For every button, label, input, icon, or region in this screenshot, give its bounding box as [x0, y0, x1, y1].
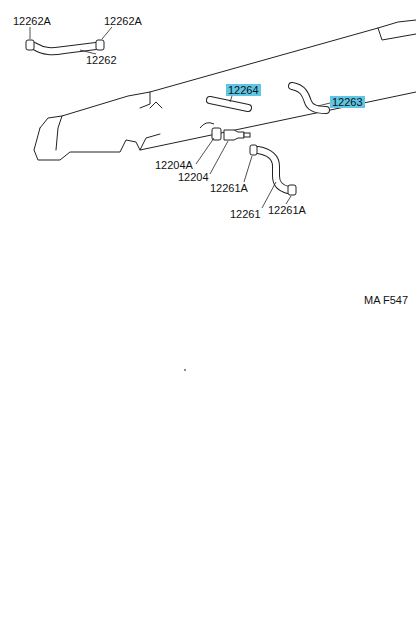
- pcv-valve: [224, 130, 244, 140]
- speck: [184, 369, 186, 371]
- pcv-valve-nipple: [244, 133, 250, 137]
- leader-line: [196, 138, 214, 164]
- cover-detail: [140, 92, 150, 108]
- hose-12264: [210, 100, 248, 108]
- leader-line: [230, 96, 232, 102]
- grommet: [212, 128, 221, 140]
- cover-top-edge: [40, 20, 416, 128]
- hose-clamp: [26, 40, 34, 50]
- leader-line: [80, 50, 96, 54]
- callout-number: 12263: [330, 96, 365, 108]
- leader-line: [318, 103, 330, 106]
- hose-12261: [258, 150, 288, 190]
- callout-number: 12204A: [155, 159, 193, 171]
- callout-number: 12204: [178, 171, 209, 183]
- leader-line: [286, 196, 291, 204]
- cover-bottom-edge: [34, 92, 416, 160]
- callout-number: 12261A: [210, 182, 248, 194]
- cover-detail: [56, 116, 62, 150]
- figure-code: MA F547: [364, 294, 408, 306]
- callout-number: 12262: [86, 54, 117, 66]
- callout-number: 12262A: [13, 15, 51, 27]
- cover-detail: [140, 134, 160, 150]
- hose-clamp: [288, 185, 296, 195]
- hose-12263: [292, 86, 326, 110]
- callout-number: 12261: [230, 208, 261, 220]
- callout-number: 12261A: [268, 204, 306, 216]
- leader-line: [30, 27, 31, 39]
- cover-boss: [150, 102, 162, 108]
- leader-line: [102, 27, 112, 39]
- hose-clamp: [96, 40, 104, 50]
- leader-line: [244, 156, 252, 182]
- hose-12262: [34, 46, 96, 51]
- leader-line: [210, 141, 228, 174]
- callout-number: 12264: [226, 84, 261, 96]
- hose-clamp: [250, 145, 257, 155]
- cover-detail: [378, 28, 416, 40]
- callout-number: 12262A: [104, 15, 142, 27]
